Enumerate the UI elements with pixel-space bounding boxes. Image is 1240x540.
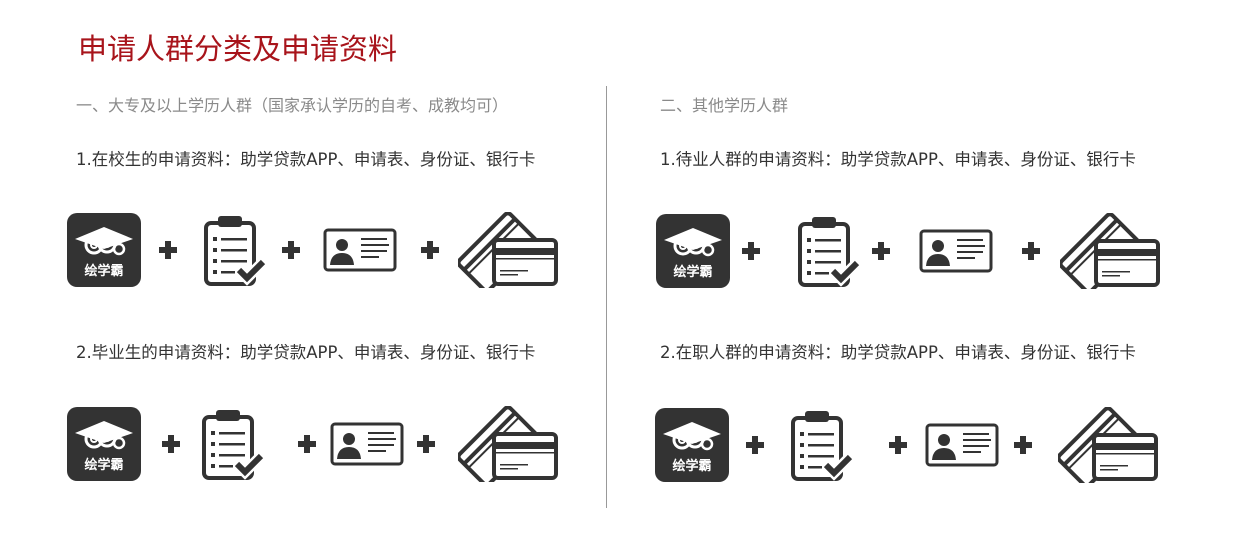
right-item-1: 1.待业人群的申请资料：助学贷款APP、申请表、身份证、银行卡	[660, 150, 1136, 169]
column-divider	[606, 86, 607, 508]
plus-icon	[159, 241, 177, 259]
plus-icon	[1022, 242, 1040, 260]
plus-icon	[282, 241, 300, 259]
svg-text:绘学霸: 绘学霸	[672, 458, 711, 474]
svg-text:绘学霸: 绘学霸	[673, 264, 712, 280]
clipboard-checklist-icon	[203, 213, 267, 287]
clipboard-checklist-icon	[201, 407, 265, 481]
plus-icon	[298, 435, 316, 453]
page-title: 申请人群分类及申请资料	[78, 32, 398, 66]
right-heading: 二、其他学历人群	[660, 96, 789, 115]
left-item-2: 2.毕业生的申请资料：助学贷款APP、申请表、身份证、银行卡	[76, 343, 536, 362]
plus-icon	[421, 241, 439, 259]
bank-cards-icon	[1060, 213, 1162, 289]
app-logo-icon: 绘学霸	[67, 407, 141, 481]
left-item-1: 1.在校生的申请资料：助学贷款APP、申请表、身份证、银行卡	[76, 150, 536, 169]
plus-icon	[872, 242, 890, 260]
plus-icon	[1014, 436, 1032, 454]
plus-icon	[746, 436, 764, 454]
plus-icon	[889, 436, 907, 454]
plus-icon	[417, 435, 435, 453]
left-heading: 一、大专及以上学历人群（国家承认学历的自考、成教均可）	[76, 96, 509, 115]
app-logo-icon: 绘学霸	[67, 213, 141, 287]
svg-text:绘学霸: 绘学霸	[84, 263, 123, 279]
id-card-icon	[330, 422, 404, 466]
bank-cards-icon	[1058, 407, 1160, 483]
app-logo-icon: 绘学霸	[655, 408, 729, 482]
bank-cards-icon	[458, 406, 560, 482]
id-card-icon	[919, 229, 993, 273]
svg-text:绘学霸: 绘学霸	[84, 457, 123, 473]
id-card-icon	[925, 423, 999, 467]
right-item-2: 2.在职人群的申请资料：助学贷款APP、申请表、身份证、银行卡	[660, 343, 1136, 362]
bank-cards-icon	[458, 212, 560, 288]
app-logo-icon: 绘学霸	[656, 214, 730, 288]
id-card-icon	[323, 228, 397, 272]
plus-icon	[742, 242, 760, 260]
clipboard-checklist-icon	[797, 214, 861, 288]
plus-icon	[162, 435, 180, 453]
clipboard-checklist-icon	[790, 408, 854, 482]
